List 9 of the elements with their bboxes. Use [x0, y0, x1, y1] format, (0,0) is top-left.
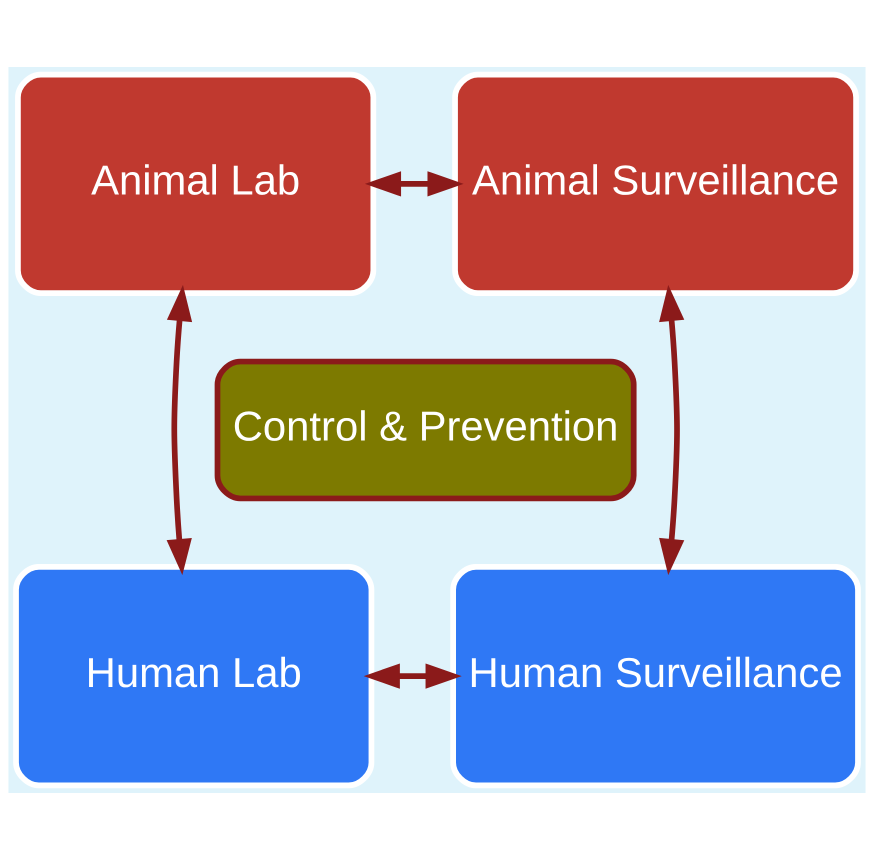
arrow [364, 663, 462, 689]
arrow [364, 171, 464, 197]
node-box: Control & Prevention [214, 358, 637, 502]
node-box: Human Surveillance [450, 564, 861, 788]
arrow [659, 284, 684, 576]
node-box: Animal Surveillance [452, 72, 859, 296]
node-box: Animal Lab [15, 72, 376, 296]
arrow [166, 284, 192, 576]
node-box: Human Lab [13, 564, 374, 788]
